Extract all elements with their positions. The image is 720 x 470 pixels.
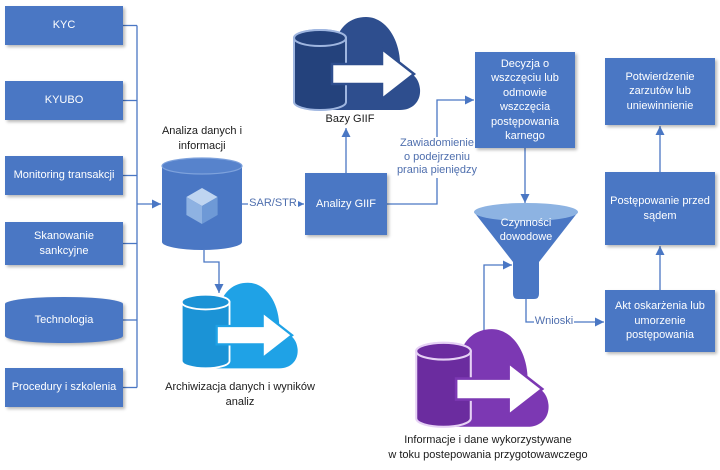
analysis-database-icon [161,157,243,250]
label-line: dowodowe [499,231,553,243]
label-line: informacji [178,139,226,152]
pretrial-information-label: Informacje i dane wykorzystywane w toku … [378,433,598,462]
arrow-icon [454,360,545,418]
edge-label-line: Zawiadomienie [399,137,475,151]
box-label: Analizy GIIF [316,197,376,210]
funnel-body [474,212,578,299]
procedures-training-box: Procedury i szkolenia [5,368,123,407]
box-label: Technologia [34,313,94,326]
giif-databases-label: Bazy GIIF [310,112,390,127]
cube-icon [186,188,218,224]
label-line: w toku postepowania przygotowawczego [388,448,588,461]
cylinder-top [293,29,347,47]
court-proceedings-box: Postępowanie przed sądem [605,172,715,245]
box-label: uniewinnienie [626,99,694,112]
label-line: analiz [225,395,255,408]
decision-box: Decyzja o wszczęciu lub odmowie wszczęci… [475,52,575,148]
cylinder-top [180,293,231,311]
box-label: Monitoring transakcji [13,169,115,182]
label-line: Czynności [500,217,552,229]
box-label: sankcyjne [39,244,89,257]
sar-str-edge-label: SAR/STR [248,197,298,211]
box-label: KYC [52,19,76,32]
notification-edge-label: Zawiadomienie o podejrzeniu prania pieni… [392,137,482,178]
source-connectors [123,24,161,389]
technology-box: Technologia [5,297,123,343]
box-label: postępowania [491,115,559,128]
sanctions-screening-box: Skanowanie sankcyjne [5,222,123,265]
box-label: postępowania [626,329,694,342]
archive-label: Archiwizacja danych i wyników analiz [150,380,330,409]
giif-database-cloud-icon [293,17,421,111]
label-line: Bazy GIIF [325,113,375,125]
edge-label-text: SAR/STR [248,197,298,211]
verdict-box: Potwierdzenie zarzutów lub uniewinnienie [605,58,715,125]
arrow-icon [215,309,294,361]
box-label: Akt oskarżenia lub [615,300,705,313]
box-label: KYUBO [44,94,84,107]
edge-label-text: Wnioski [533,315,575,329]
label-line: Informacje i dane wykorzystywane [404,434,572,446]
edge-label-line: o podejrzeniu [402,150,472,164]
box-label: wszczęciu lub [491,72,559,84]
cylinder-top [415,341,472,361]
cylinder-top [161,157,243,175]
box-label: karnego [505,130,545,142]
edge-label-line: prania pieniędzy [395,164,479,178]
arrow-icon [330,46,417,102]
pretrial-cloud-icon [415,329,549,428]
arrow-to-archive [203,250,224,293]
label-line: Archiwizacja danych i wyników [165,381,315,393]
conclusions-edge-label: Wnioski [530,315,578,329]
box-label: wszczęcia [499,101,551,113]
box-label: Decyzja o [500,57,550,70]
box-label: Skanowanie [34,230,94,242]
kyc-box: KYC [5,6,123,45]
box-label: odmowie [502,86,548,99]
arrow-pretrial-to-evidence [483,260,512,331]
transaction-monitoring-box: Monitoring transakcji [5,156,123,195]
giif-analysis-box: Analizy GIIF [305,173,387,235]
indictment-box: Akt oskarżenia lub umorzenie postępowani… [605,290,715,352]
box-label: Potwierdzenie [625,70,695,83]
arrow-conclusions [525,299,604,327]
box-label: Procedury i szkolenia [11,381,117,394]
box-label: Postępowanie przed [610,195,710,207]
box-label: zarzutów lub [629,85,691,98]
analysis-label: Analiza danych i informacji [152,124,252,153]
box-label: umorzenie [634,314,686,327]
funnel-top [474,203,578,221]
evidence-label: Czynności dowodowe [491,216,561,244]
kyubo-box: KYUBO [5,81,123,120]
archive-cloud-icon [180,282,298,370]
box-label: sądem [643,209,677,222]
label-line: Analiza danych i [161,125,243,137]
funnel-icon [474,203,578,299]
